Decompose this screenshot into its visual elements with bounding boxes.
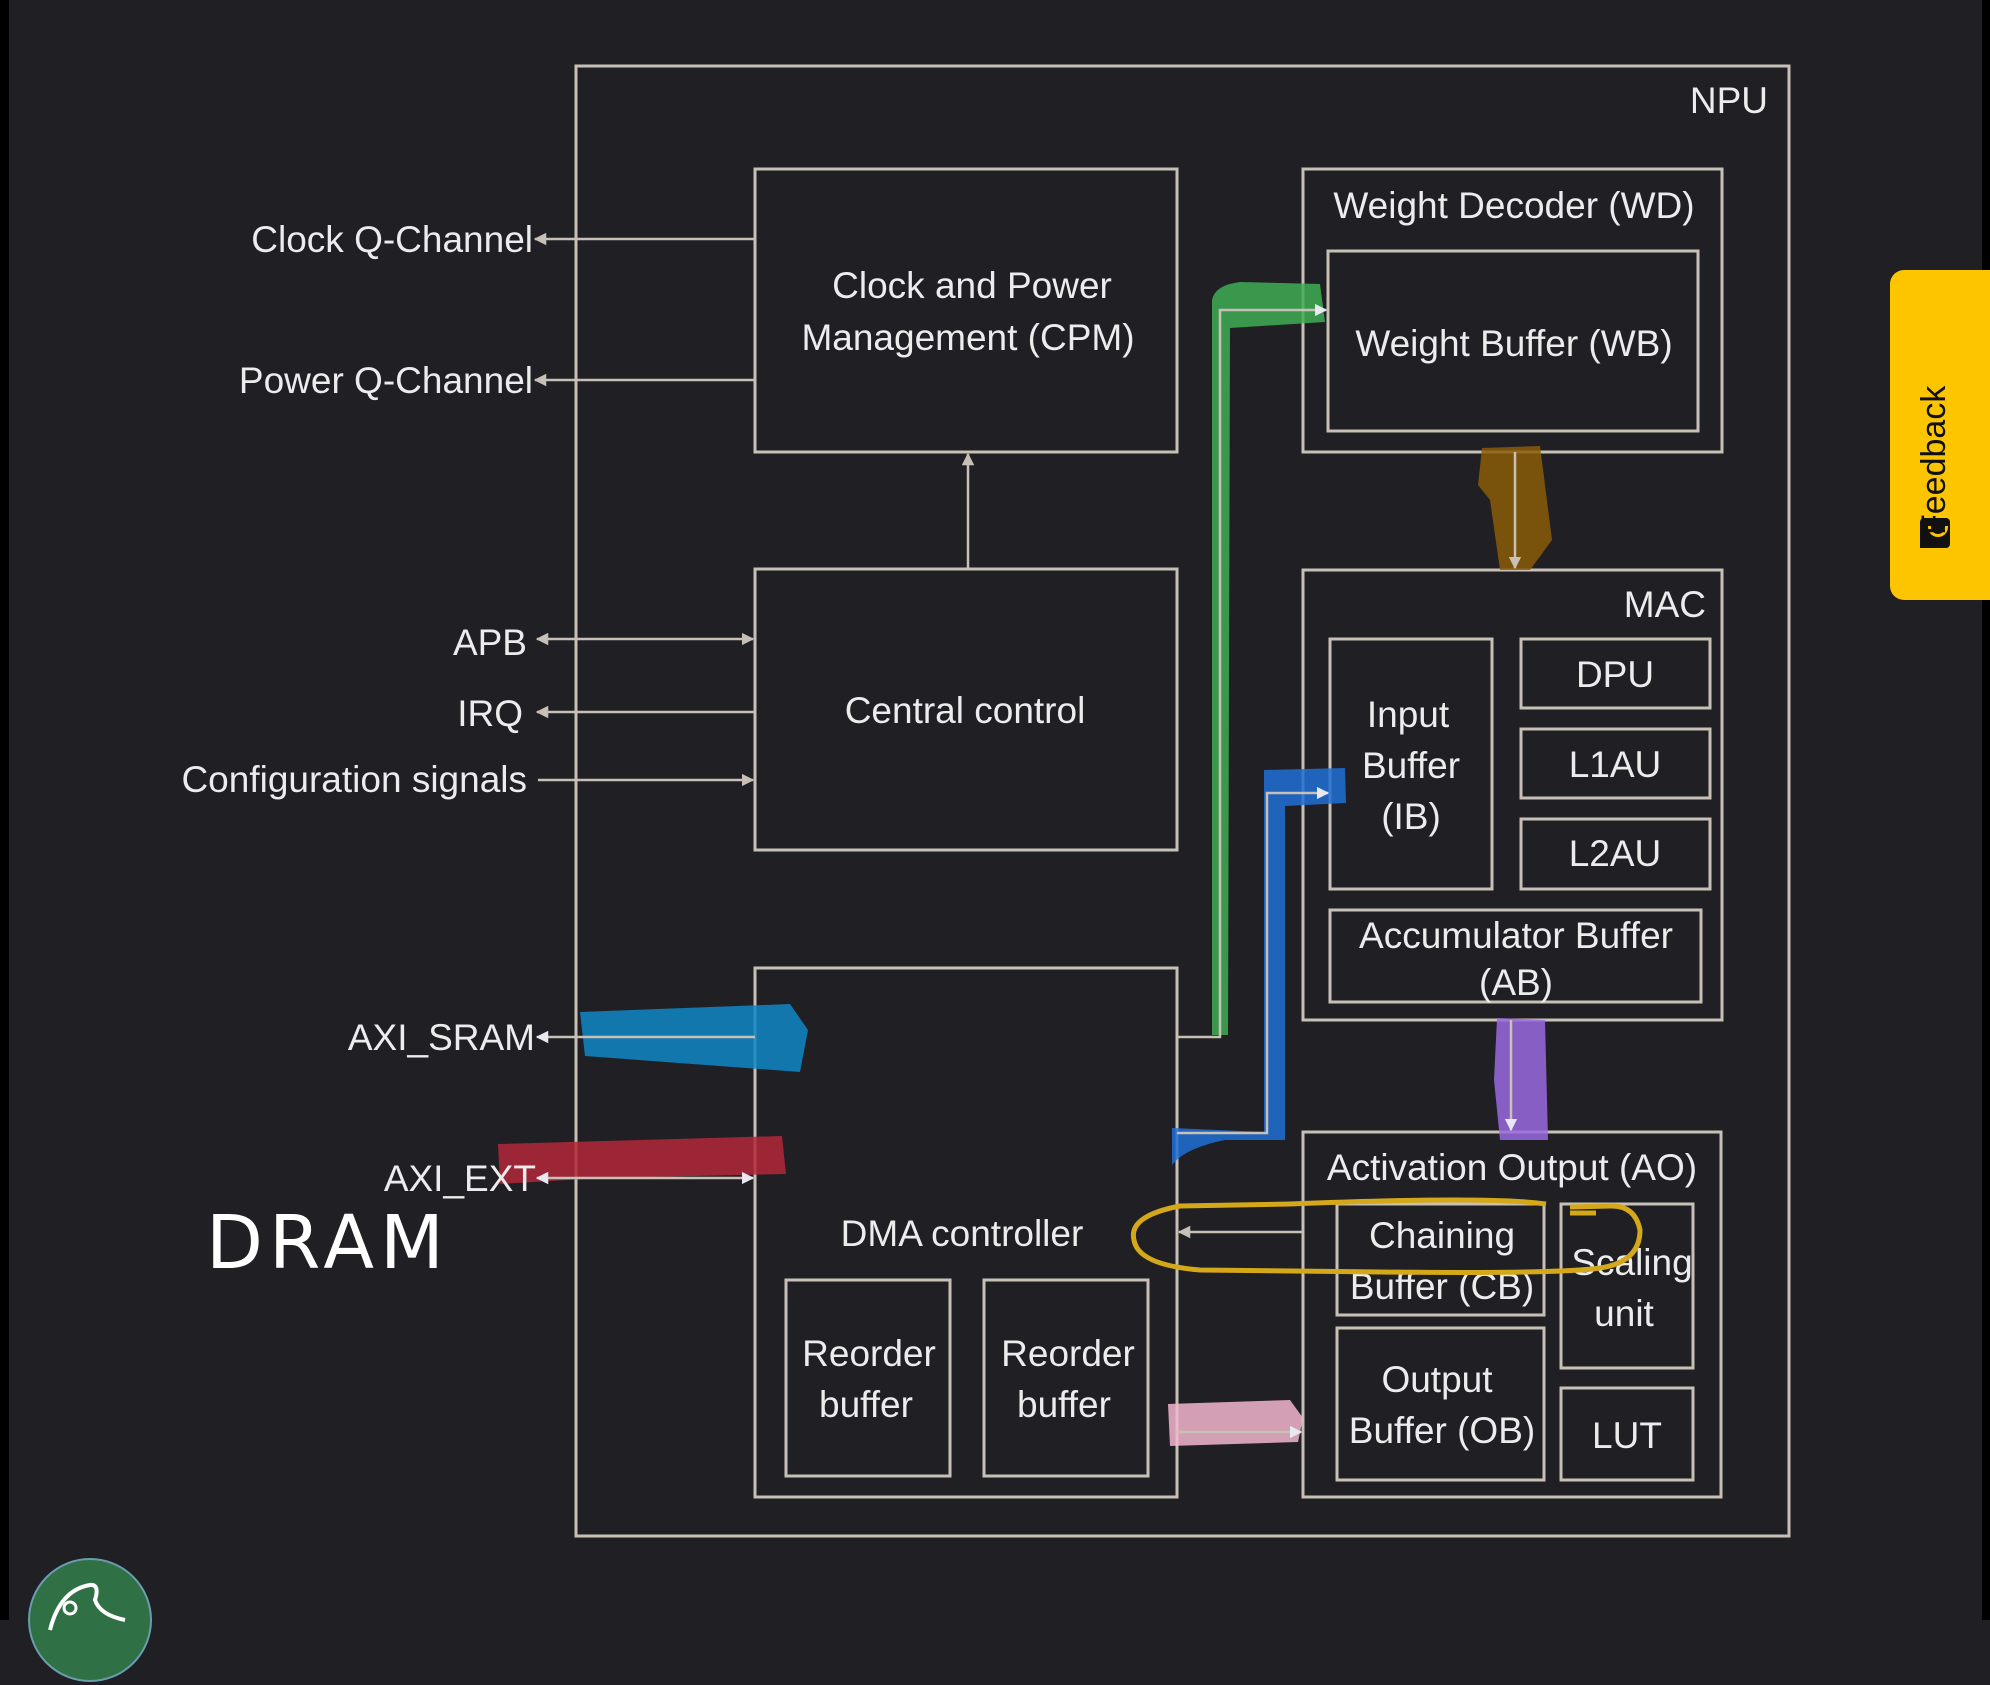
chaining-buffer-line1: Chaining bbox=[1369, 1215, 1515, 1256]
dpu-box bbox=[1519, 637, 1712, 710]
output-buffer-line1: Output bbox=[1381, 1359, 1493, 1400]
yellow-circle-chaining-path bbox=[1130, 1197, 1643, 1275]
apb-label: APB bbox=[453, 622, 527, 663]
input-buffer-box bbox=[1328, 637, 1494, 891]
input-buffer-line1: Input bbox=[1367, 694, 1450, 735]
npu-label: NPU bbox=[1690, 80, 1768, 121]
purple-highlight-ab-to-ao bbox=[1494, 1018, 1548, 1140]
input-buffer-line3: (IB) bbox=[1381, 796, 1441, 837]
reorder-buffer-1-line1: Reorder bbox=[802, 1333, 936, 1374]
l1au-box bbox=[1519, 727, 1712, 800]
weight-decoder-label: Weight Decoder (WD) bbox=[1333, 185, 1694, 226]
feedback-label[interactable]: Feedback bbox=[1915, 385, 1953, 535]
handwritten-dram-note: DRAM bbox=[206, 1200, 450, 1286]
npu-block-diagram: NPU Clock and Power Management (CPM) Cen… bbox=[181, 64, 1791, 1538]
accumulator-buffer-box bbox=[1328, 908, 1703, 1004]
pink-highlight-dma-to-ob bbox=[1168, 1400, 1303, 1446]
reorder-buffer-1-line2: buffer bbox=[819, 1384, 913, 1425]
axi-sram-label: AXI_SRAM bbox=[348, 1017, 535, 1058]
chaining-buffer-box bbox=[1335, 1202, 1546, 1317]
scaling-unit-line1: Scaling bbox=[1571, 1242, 1692, 1283]
l1au-label: L1AU bbox=[1569, 744, 1662, 785]
lut-box bbox=[1559, 1386, 1695, 1482]
dma-controller-label: DMA controller bbox=[841, 1213, 1084, 1254]
reorder-buffer-2-line2: buffer bbox=[1017, 1384, 1111, 1425]
weight-buffer-box bbox=[1326, 249, 1700, 433]
dma-controller-box bbox=[753, 966, 1179, 1499]
cpm-box bbox=[753, 167, 1179, 454]
clock-q-label: Clock Q-Channel bbox=[251, 219, 533, 260]
central-control-label: Central control bbox=[845, 690, 1086, 731]
l2au-label: L2AU bbox=[1569, 833, 1662, 874]
activation-output-label: Activation Output (AO) bbox=[1327, 1147, 1697, 1188]
cpm-label-line1: Clock and Power bbox=[832, 265, 1112, 306]
right-edge bbox=[1982, 0, 1990, 1620]
green-highlight-dma-to-wb bbox=[1212, 282, 1325, 1035]
weight-buffer-label: Weight Buffer (WB) bbox=[1355, 323, 1672, 364]
dma-to-ib-wire bbox=[1177, 786, 1330, 1135]
npu-box bbox=[574, 64, 1791, 1538]
output-buffer-box bbox=[1335, 1326, 1546, 1482]
l2au-box bbox=[1519, 817, 1712, 891]
dma-to-wb-wire bbox=[1177, 303, 1328, 1039]
mac-label: MAC bbox=[1624, 584, 1706, 625]
reorder-buffer-2-box bbox=[982, 1278, 1150, 1478]
reorder-buffer-1-box bbox=[784, 1278, 952, 1478]
dpu-label: DPU bbox=[1576, 654, 1654, 695]
blue-highlight-dma-to-ib bbox=[1172, 768, 1346, 1165]
central-control-box bbox=[753, 567, 1179, 852]
scaling-unit-line2: unit bbox=[1594, 1293, 1654, 1334]
accumulator-buffer-line2: (AB) bbox=[1479, 962, 1553, 1003]
cpm-label-line2: Management (CPM) bbox=[801, 317, 1134, 358]
scaling-unit-box bbox=[1559, 1202, 1695, 1370]
irq-label: IRQ bbox=[457, 693, 523, 734]
input-buffer-line2: Buffer bbox=[1362, 745, 1460, 786]
left-edge bbox=[0, 0, 9, 1620]
output-buffer-line2: Buffer (OB) bbox=[1349, 1410, 1535, 1451]
reorder-buffer-2-line1: Reorder bbox=[1001, 1333, 1135, 1374]
app-avatar-button[interactable] bbox=[28, 1558, 152, 1682]
accumulator-buffer-line1: Accumulator Buffer bbox=[1359, 915, 1673, 956]
bird-icon bbox=[48, 1582, 126, 1631]
config-label: Configuration signals bbox=[181, 759, 527, 800]
power-q-label: Power Q-Channel bbox=[239, 360, 533, 401]
feedback-smile-icon[interactable] bbox=[1920, 518, 1950, 548]
axi-ext-label: AXI_EXT bbox=[384, 1158, 536, 1199]
lut-label: LUT bbox=[1592, 1415, 1662, 1456]
